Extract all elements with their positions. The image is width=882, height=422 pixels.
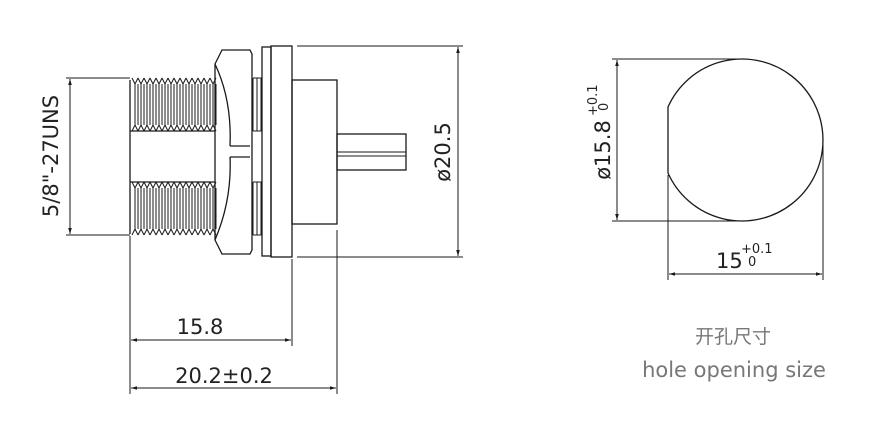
connector-side-view (129, 45, 407, 258)
flange-diameter-label: ø20.5 (431, 122, 455, 182)
hole-diameter-label: ø15.8 (591, 120, 615, 180)
thread-body (129, 77, 217, 236)
flange (270, 45, 293, 258)
hole-diameter-tol-lower: 0 (597, 103, 612, 111)
hole-width-tol-lower: 0 (748, 255, 756, 270)
hole-width-label: 15 (716, 249, 743, 273)
thread-spec-label: 5/8"-27UNS (39, 95, 63, 217)
caption-en: hole opening size (642, 358, 826, 382)
flange-diameter-dimension: ø20.5 (297, 45, 463, 258)
pin (336, 133, 407, 171)
nut (214, 49, 253, 255)
rear-thread (252, 77, 262, 236)
washer (261, 46, 272, 257)
length-dimensions: 15.8 20.2±0.2 (129, 230, 338, 394)
hole-width-tol-upper: +0.1 (741, 242, 773, 257)
hole-diameter-tol-upper: +0.1 (586, 84, 601, 116)
caption-cn: 开孔尺寸 (695, 326, 771, 348)
length-inner-label: 15.8 (177, 315, 224, 339)
rear-body (291, 79, 338, 225)
hole-outline (667, 58, 824, 222)
rear-thread-lines (252, 77, 262, 236)
length-total-label: 20.2±0.2 (175, 364, 273, 388)
thread-dimension: 5/8"-27UNS (39, 77, 130, 236)
hole-opening-view: ø15.8 +0.1 0 15 +0.1 0 开孔尺寸 hole opening… (586, 58, 826, 382)
